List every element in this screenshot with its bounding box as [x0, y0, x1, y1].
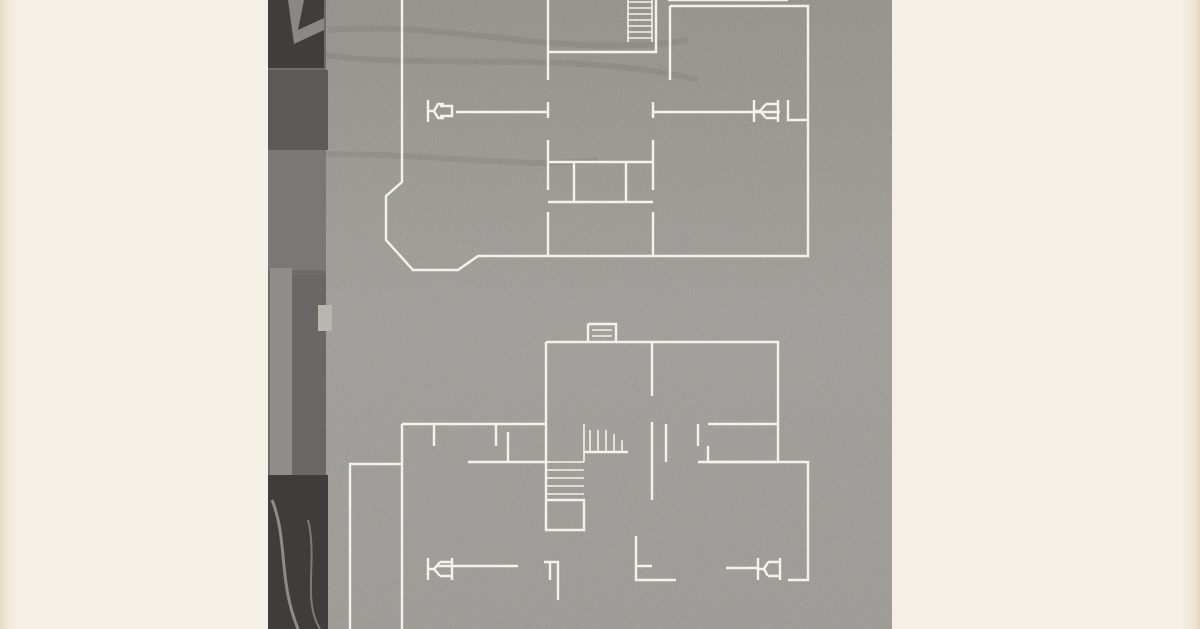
collage-strip [268, 0, 332, 629]
etching-plate [268, 0, 892, 629]
upper-floor-plan [384, 0, 810, 272]
lower-floor-plan [348, 322, 810, 629]
plate-grain [268, 0, 892, 629]
floor-plan-print [268, 0, 892, 629]
